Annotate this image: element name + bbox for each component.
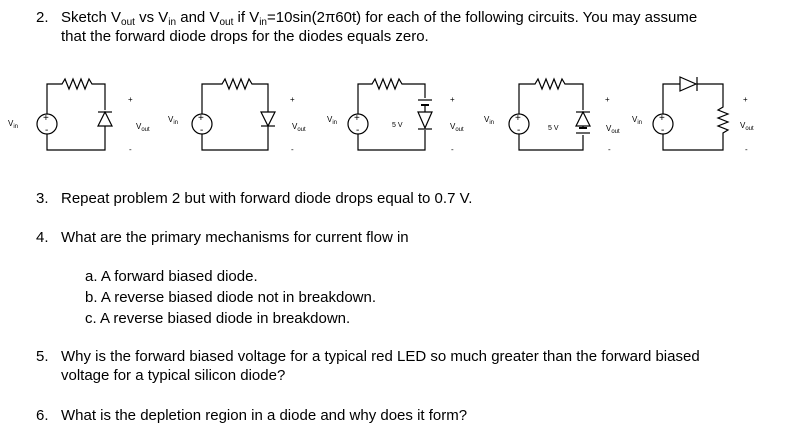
source-minus: - <box>356 125 359 136</box>
voltage-source-icon <box>36 113 58 135</box>
output-plus: + <box>605 95 610 104</box>
question-4-text: What are the primary mechanisms for curr… <box>61 229 409 246</box>
voltage-source-icon <box>191 113 213 135</box>
vout-label: Vout <box>606 124 620 135</box>
output-minus: - <box>291 145 294 154</box>
output-minus: - <box>608 145 611 154</box>
vin-label: Vin <box>168 115 178 126</box>
question-2-number: 2. <box>36 9 49 26</box>
question-2-line-1: Sketch Vout vs Vin and Vout if Vin=10sin… <box>61 9 698 28</box>
vin-label: Vin <box>484 115 494 126</box>
question-4-item-c: c. A reverse biased diode in breakdown. <box>85 310 351 327</box>
circuit-3: 5 V + - Vin + Vout - <box>327 77 464 154</box>
output-plus: + <box>290 95 295 104</box>
vout-label: Vout <box>292 122 306 133</box>
question-4: 4. What are the primary mechanisms for c… <box>36 228 736 248</box>
vin-label: Vin <box>327 115 337 126</box>
output-plus: + <box>450 95 455 104</box>
vout-label: Vout <box>136 122 150 133</box>
question-5-line-1: Why is the forward biased voltage for a … <box>61 348 700 365</box>
vin-label: Vin <box>632 115 642 126</box>
battery-label: 5 V <box>392 122 403 129</box>
battery-label: 5 V <box>548 125 559 132</box>
question-4-item-a: a. A forward biased diode. <box>85 268 258 285</box>
source-minus: - <box>661 125 664 136</box>
circuit-5: + - Vin + Vout - <box>632 76 754 154</box>
question-3-text: Repeat problem 2 but with forward diode … <box>61 190 473 207</box>
diode-icon <box>97 110 113 127</box>
circuit-1: + - Vin + Vout - <box>8 77 150 154</box>
source-minus: - <box>200 125 203 136</box>
output-minus: - <box>745 145 748 154</box>
output-minus: - <box>451 145 454 154</box>
diode-icon <box>260 111 276 128</box>
question-4-item-b: b. A reverse biased diode not in breakdo… <box>85 289 377 306</box>
question-5-number: 5. <box>36 348 49 365</box>
question-6-number: 6. <box>36 407 49 424</box>
question-6-text: What is the depletion region in a diode … <box>61 407 468 424</box>
question-3-number: 3. <box>36 190 49 207</box>
voltage-source-icon <box>508 113 530 135</box>
question-5: 5. Why is the forward biased voltage for… <box>36 347 796 387</box>
source-minus: - <box>517 125 520 136</box>
output-minus: - <box>129 145 132 154</box>
diode-icon <box>417 111 433 130</box>
source-minus: - <box>45 125 48 136</box>
question-3: 3. Repeat problem 2 but with forward dio… <box>36 189 736 209</box>
circuit-2: + - Vin + Vout - <box>168 77 306 154</box>
voltage-source-icon <box>652 113 674 135</box>
source-plus: + <box>198 113 204 124</box>
vout-label: Vout <box>450 122 464 133</box>
source-plus: + <box>354 113 360 124</box>
question-4-number: 4. <box>36 229 49 246</box>
diode-icon <box>679 76 698 92</box>
question-2-line-2: that the forward diode drops for the dio… <box>61 28 429 45</box>
source-plus: + <box>515 113 521 124</box>
vin-label: Vin <box>8 119 18 130</box>
source-plus: + <box>43 113 49 124</box>
output-plus: + <box>128 95 133 104</box>
source-plus: + <box>659 113 665 124</box>
diode-icon <box>575 110 591 127</box>
question-2: 2. Sketch Vout vs Vin and Vout if Vin=10… <box>36 8 796 48</box>
circuit-diagrams: + - Vin + Vout - + - Vin + Vout - 5 V + … <box>8 76 754 154</box>
question-5-line-2: voltage for a typical silicon diode? <box>61 367 286 384</box>
question-6: 6. What is the depletion region in a dio… <box>36 406 736 426</box>
circuit-4: 5 V + - Vin + Vout - <box>484 77 620 154</box>
voltage-source-icon <box>347 113 369 135</box>
vout-label: Vout <box>740 121 754 132</box>
output-plus: + <box>743 95 748 104</box>
